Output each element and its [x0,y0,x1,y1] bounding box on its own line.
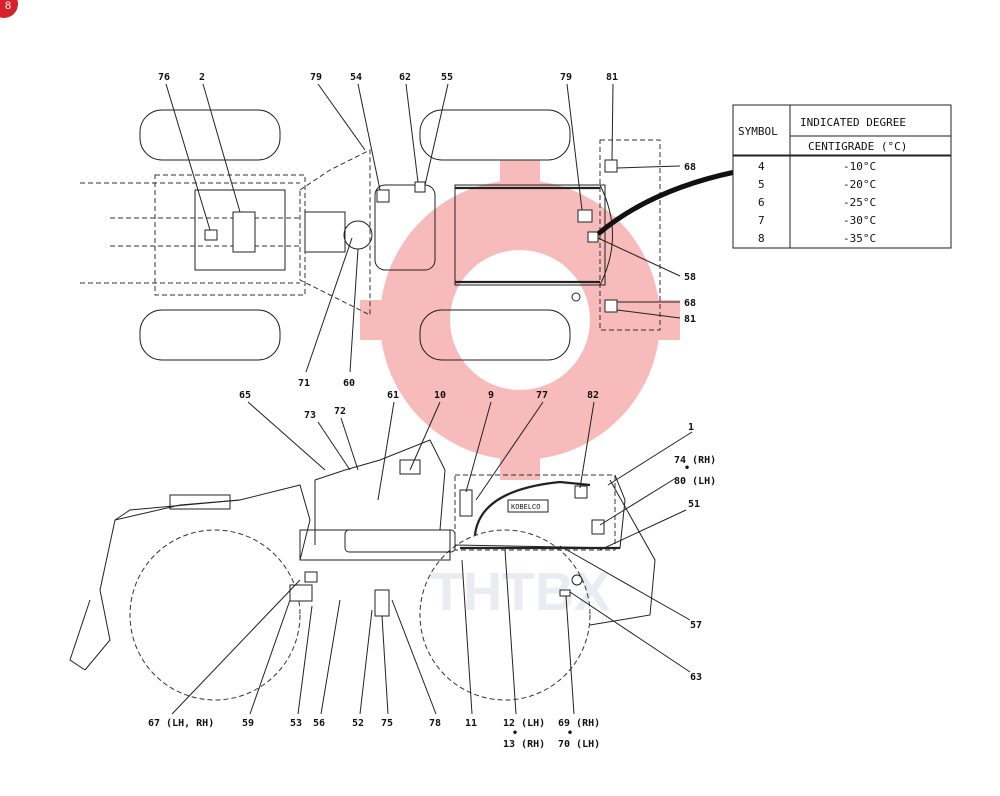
table-degree-5: -35°C [843,232,876,245]
watermark-text: THTBX [430,562,610,622]
table-degree-2: -20°C [843,178,876,191]
callout-60: 60 [343,378,355,389]
page-badge: 8 [0,0,18,18]
callout-82: 82 [587,390,599,401]
callout-10: 10 [434,390,446,401]
callout-79: 79 [310,72,322,83]
callout-68: 68 [684,162,696,173]
callout-52: 52 [352,718,364,729]
table-symbol-5: 8 [758,232,765,245]
callout-81b: 81 [684,314,696,325]
table-header-unit: CENTIGRADE (°C) [808,140,907,153]
callout-73: 73 [304,410,316,421]
svg-text:•: • [512,728,518,739]
callout-1: 1 [688,422,694,433]
callout-72: 72 [334,406,346,417]
kobelco-logo-text: KOBELCO [511,504,540,512]
callout-79b: 79 [560,72,572,83]
callout-62: 62 [399,72,411,83]
callout-56: 56 [313,718,325,729]
side-view-callouts: 65 73 72 61 10 9 77 82 1 74 (RH) • 80 (L… [148,390,716,750]
callout-71: 71 [298,378,310,389]
table-header-symbol: SYMBOL [738,125,778,138]
table-degree-1: -10°C [843,160,876,173]
table-degree-4: -30°C [843,214,876,227]
callout-78: 78 [429,718,441,729]
table-symbol-3: 6 [758,196,765,209]
callout-70-lh: 70 (LH) [558,739,600,750]
top-view-callouts: 76 2 79 54 62 55 79 81 68 58 68 81 71 60 [158,72,696,389]
callout-68b: 68 [684,298,696,309]
callout-81: 81 [606,72,618,83]
callout-11: 11 [465,718,477,729]
table-header-degree: INDICATED DEGREE [800,116,906,129]
callout-2: 2 [199,72,205,83]
callout-53: 53 [290,718,302,729]
callout-80-lh: 80 (LH) [674,476,716,487]
table-symbol-2: 5 [758,178,765,191]
callout-77: 77 [536,390,548,401]
top-view-machine [80,109,736,361]
callout-61: 61 [387,390,399,401]
callout-55: 55 [441,72,453,83]
callout-57: 57 [690,620,702,631]
callout-65: 65 [239,390,251,401]
callout-13-rh: 13 (RH) [503,739,545,750]
callout-59: 59 [242,718,254,729]
top-view-leaders [165,83,681,373]
side-view-machine: KOBELCO [69,439,656,701]
callout-74-rh: 74 (RH) [674,455,716,466]
callout-9: 9 [488,390,494,401]
callout-67: 67 (LH, RH) [148,718,214,729]
temperature-symbol-table: SYMBOL INDICATED DEGREE CENTIGRADE (°C) … [732,104,952,249]
table-symbol-4: 7 [758,214,765,227]
callout-63: 63 [690,672,702,683]
callout-51: 51 [688,499,700,510]
callout-54: 54 [350,72,362,83]
svg-text:•: • [684,463,690,474]
side-view-leaders [171,401,693,715]
callout-58: 58 [684,272,696,283]
callout-76: 76 [158,72,170,83]
svg-text:•: • [567,728,573,739]
callout-69-rh: 69 (RH) [558,718,600,729]
table-degree-3: -25°C [843,196,876,209]
callout-12-lh: 12 (LH) [503,718,545,729]
table-symbol-1: 4 [758,160,765,173]
callout-75: 75 [381,718,393,729]
badge-label: 8 [5,0,11,12]
